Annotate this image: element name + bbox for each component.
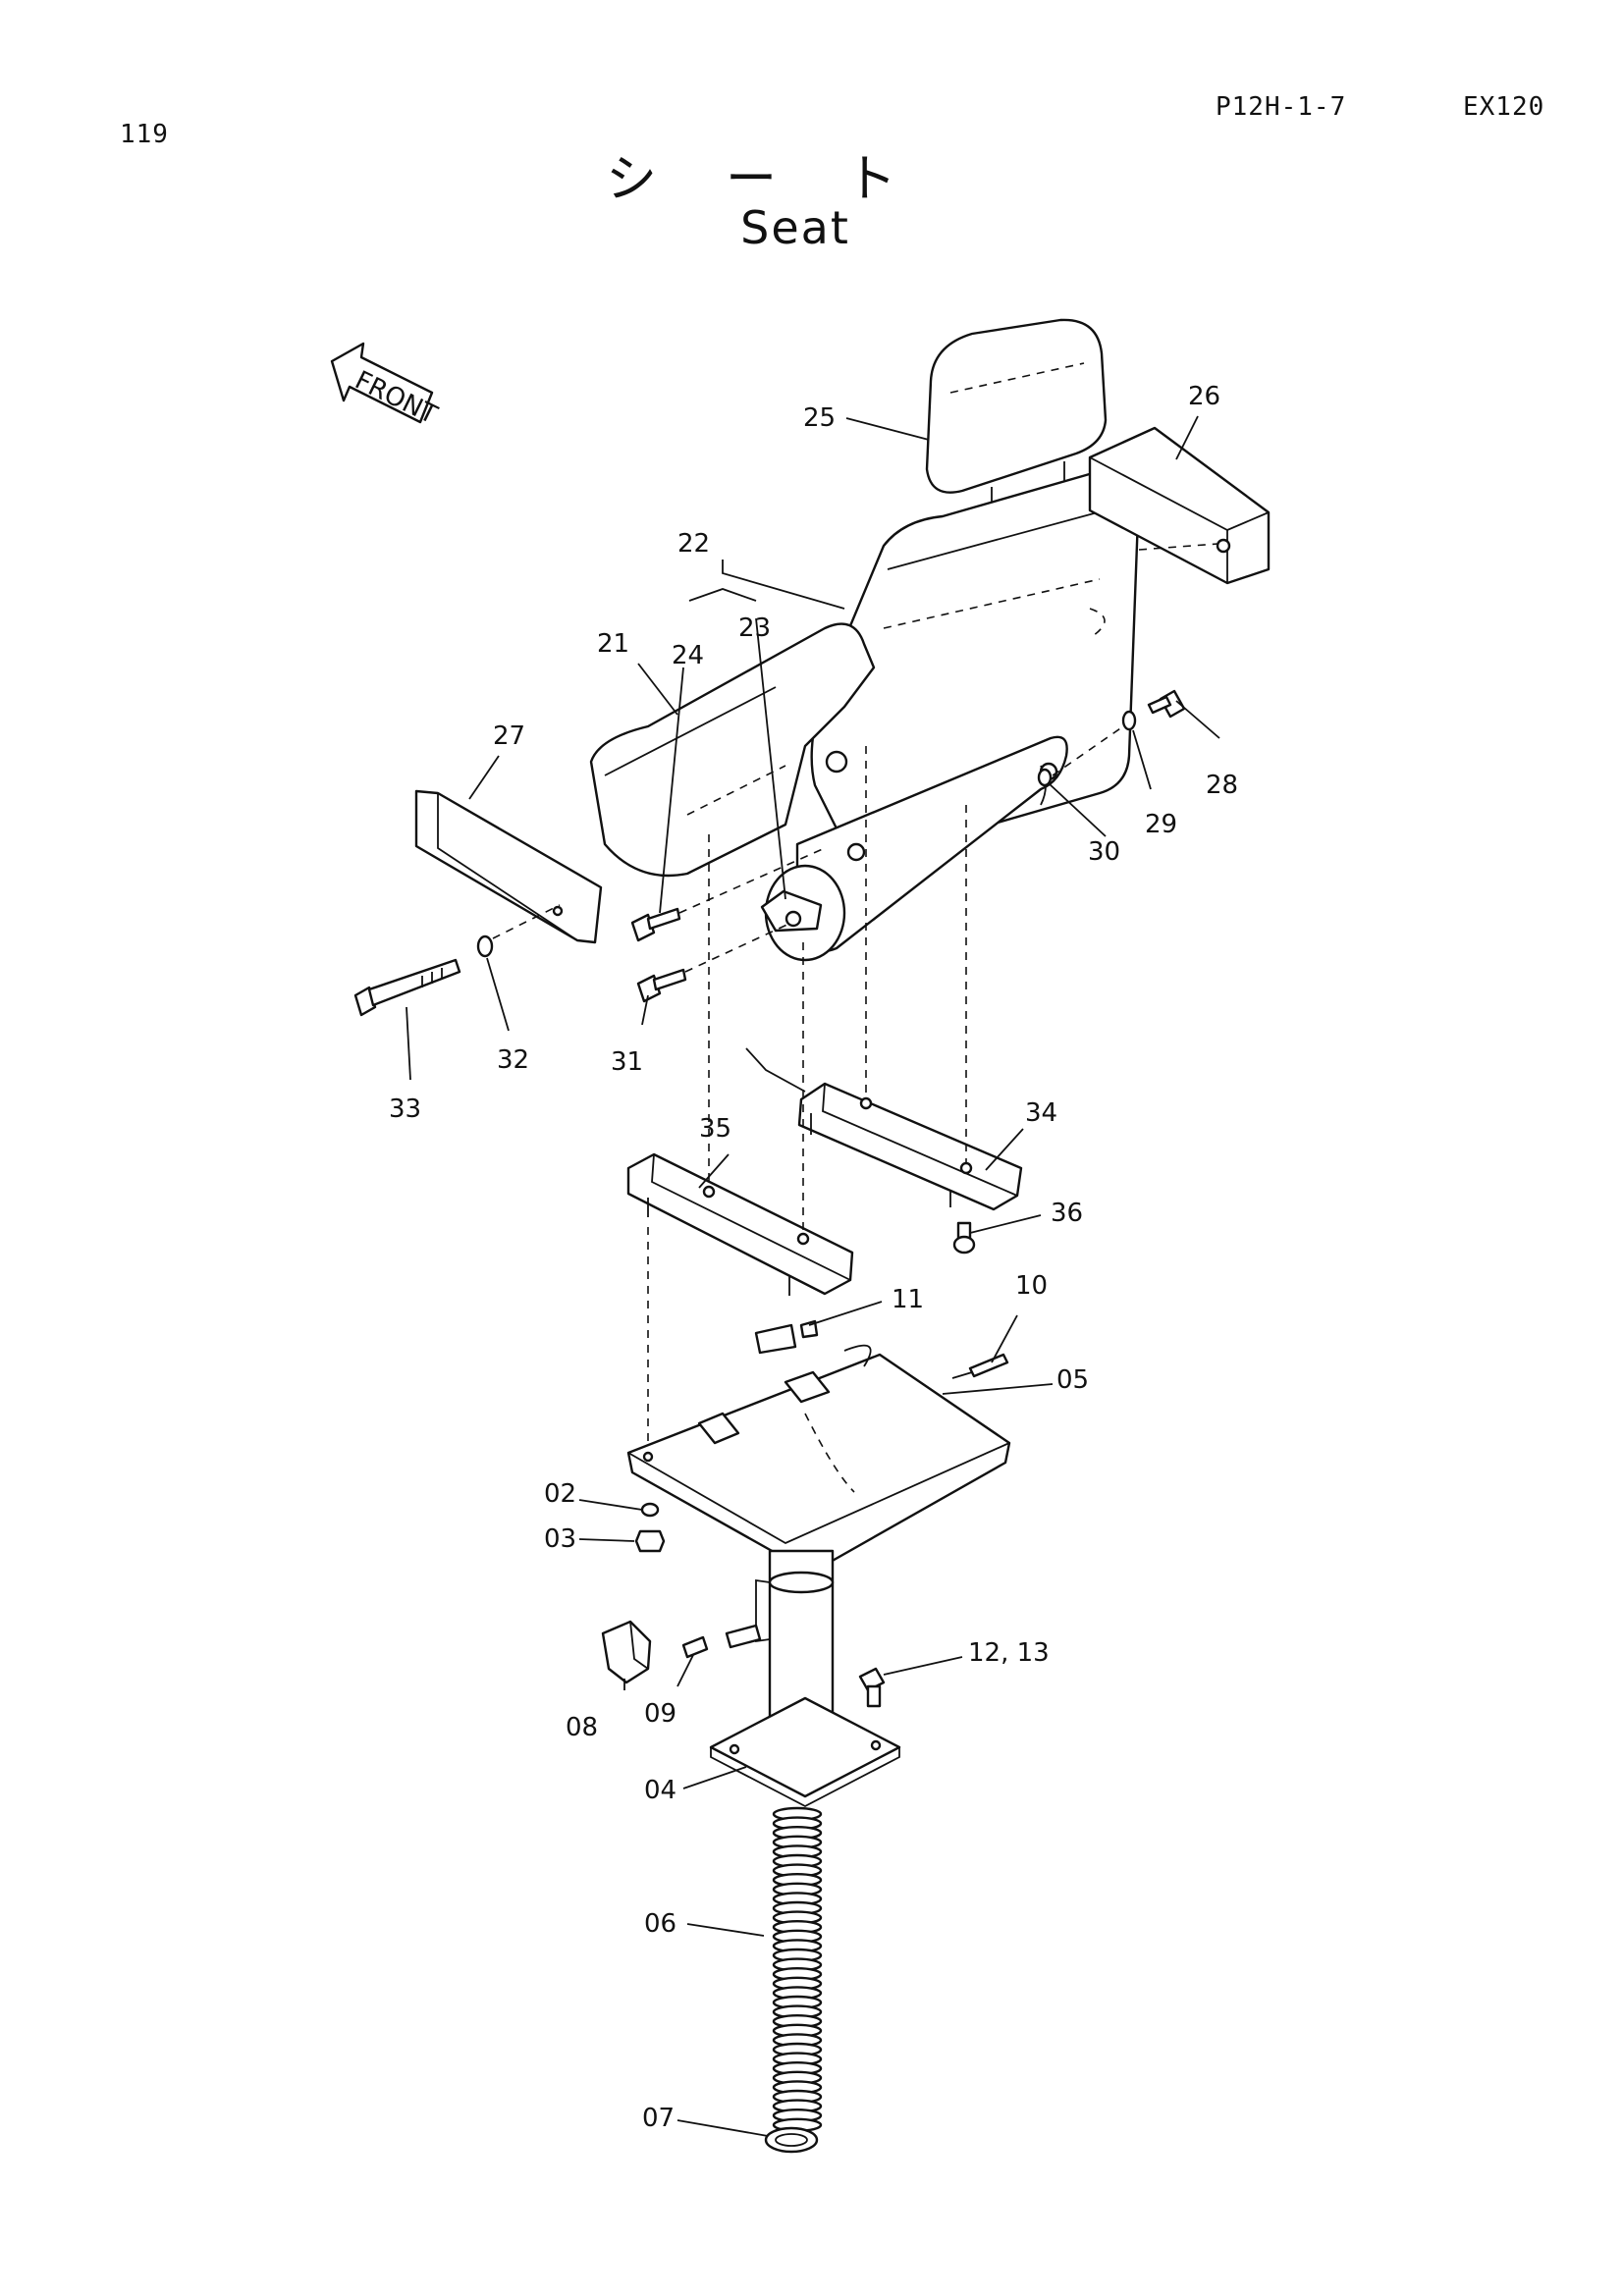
bolt-24 xyxy=(630,847,826,942)
callout-27: 27 xyxy=(493,721,525,751)
callout-22: 22 xyxy=(677,529,710,559)
callout-21: 21 xyxy=(597,629,629,659)
snap-ring xyxy=(640,1502,660,1518)
title-english: Seat xyxy=(740,201,850,254)
seat-column xyxy=(709,1549,901,1808)
callout-30: 30 xyxy=(1088,837,1120,867)
callout-09: 09 xyxy=(644,1699,676,1729)
side-cover-right xyxy=(1088,426,1271,585)
right-side-fasteners xyxy=(1037,689,1186,787)
callout-33: 33 xyxy=(389,1095,421,1124)
bolt-12-13 xyxy=(858,1667,886,1708)
coil-spring xyxy=(772,1806,823,2133)
assembly-lines xyxy=(647,746,967,1449)
callout-26: 26 xyxy=(1188,382,1220,411)
front-arrow: FRONT xyxy=(330,342,442,430)
callout-02: 02 xyxy=(544,1479,576,1509)
title-japanese: シート xyxy=(605,150,965,209)
bolt-31 xyxy=(636,922,792,1003)
long-bolt xyxy=(353,904,561,1017)
callout-11: 11 xyxy=(892,1285,924,1314)
page-number: 119 xyxy=(120,120,169,149)
mounting-plate xyxy=(626,1344,1011,1573)
model-name: EX120 xyxy=(1463,92,1545,122)
callout-32: 32 xyxy=(497,1045,529,1075)
seat-cushion xyxy=(589,622,876,878)
catalog-code: P12H-1-7 xyxy=(1216,92,1347,122)
callout-10: 10 xyxy=(1015,1271,1048,1301)
callout-23: 23 xyxy=(738,614,771,643)
screw-36 xyxy=(952,1221,976,1255)
knob-cap xyxy=(754,1319,819,1355)
callout-29: 29 xyxy=(1145,810,1177,839)
callout-24: 24 xyxy=(672,641,704,670)
callout-35: 35 xyxy=(699,1114,731,1144)
recliner-lever xyxy=(760,889,823,933)
callout-03: 03 xyxy=(544,1524,576,1554)
callout-05: 05 xyxy=(1056,1365,1089,1395)
callout-28: 28 xyxy=(1206,771,1238,800)
nut xyxy=(634,1529,666,1553)
slide-rail-left xyxy=(626,1152,854,1296)
spring-pin xyxy=(951,1353,1009,1379)
callout-06: 06 xyxy=(644,1909,676,1939)
slide-rail-right xyxy=(745,1047,1023,1211)
knob-spring xyxy=(681,1624,762,1659)
callout-04: 04 xyxy=(644,1776,676,1805)
adjust-knob xyxy=(601,1620,652,1684)
callout-08: 08 xyxy=(566,1713,598,1742)
callout-labels: 25 26 22 23 24 21 27 28 29 30 31 32 33 3… xyxy=(389,382,1238,2133)
leader-lines xyxy=(406,415,1220,2137)
callout-25: 25 xyxy=(803,403,836,433)
callout-07: 07 xyxy=(642,2104,675,2133)
retaining-ring xyxy=(764,2126,819,2154)
callout-31: 31 xyxy=(611,1047,643,1077)
callout-12-13: 12, 13 xyxy=(968,1638,1050,1668)
callout-36: 36 xyxy=(1051,1199,1083,1228)
callout-34: 34 xyxy=(1025,1098,1057,1128)
side-cover-left xyxy=(414,789,603,944)
